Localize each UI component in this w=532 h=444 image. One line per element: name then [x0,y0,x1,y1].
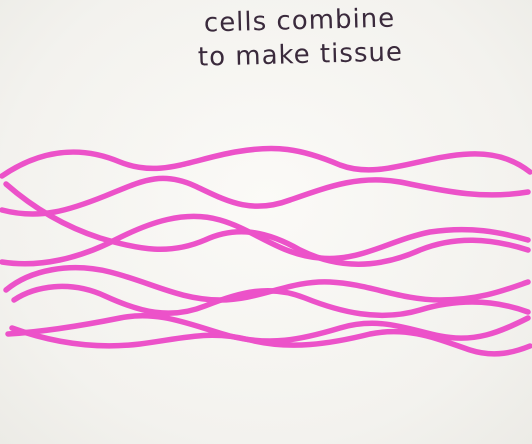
cell-outline-7 [5,313,531,344]
cell-outline-6 [11,283,531,319]
cell-outline-5 [3,264,531,303]
cell-outline-1 [0,145,532,179]
cell-outline-2 [0,175,531,217]
cell-outline-8 [9,325,532,357]
cell-outline-4 [0,213,531,267]
